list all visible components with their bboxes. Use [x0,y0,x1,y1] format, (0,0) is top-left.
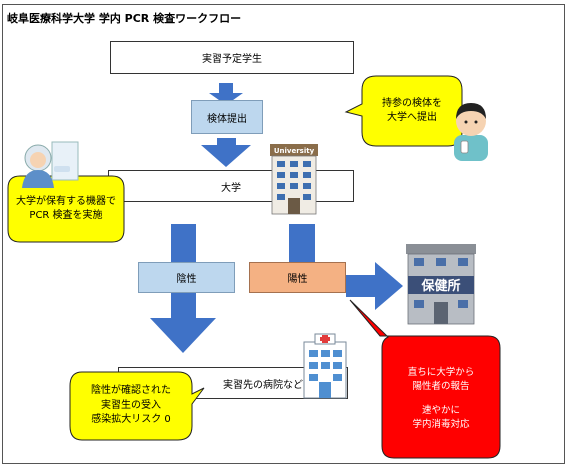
callout-report-shape [349,299,501,459]
health-center-sign-text: 保健所 [420,278,460,294]
callout-bring-specimen: 持参の検体を 大学へ提出 [340,72,465,152]
arrow-specimen-to-university [201,138,251,167]
callout-pcr-line-2: PCR 検査を実施 [29,210,103,221]
arrow-student-to-specimen [209,83,243,105]
callout-risk: 陰性が確認された 実習生の受入 感染拡大リスク 0 [68,370,208,442]
callout-pcr-line-1: 大学が保有する機器で [16,195,116,207]
arrow-positive-to-health-center [346,262,403,310]
diagram-frame [2,4,565,464]
callout-risk-line-3: 感染拡大リスク 0 [91,414,171,426]
person-icon [454,103,488,161]
callout-risk-line-1: 陰性が確認された [91,385,171,397]
node-negative: 陰性 [138,262,235,293]
callout-disinfect-line-2: 学内消毒対応 [412,418,470,430]
university-building-icon: University [270,144,318,215]
callout-risk-shape [69,371,205,441]
node-specimen: 検体提出 [191,100,263,134]
node-negative-label: 陰性 [176,274,197,285]
node-hospital-label: 実習先の病院など [223,379,303,391]
node-positive: 陽性 [249,262,346,293]
arrow-university-to-positive [289,224,315,262]
lab-worker-icon [22,141,79,188]
callout-report: 直ちに大学から 陽性者の報告 速やかに 学内消毒対応 [340,299,520,462]
callout-bring-shape [344,75,463,147]
node-university-label: 大学 [221,182,241,194]
health-center-icon: 保健所 [406,244,476,325]
page-title: 岐阜医療科学大学 学内 PCR 検査ワークフロー [7,12,242,25]
arrow-university-to-negative [171,224,196,262]
node-specimen-label: 検体提出 [207,113,247,125]
hospital-icon [303,333,347,399]
university-sign-text: University [274,147,315,155]
callout-bring-line-1: 持参の検体を [382,97,442,109]
callout-risk-line-2: 実習生の受入 [101,399,161,411]
callout-report-line-2: 陽性者の報告 [412,381,470,393]
node-student: 実習予定学生 [110,41,354,74]
callout-report-line-1: 直ちに大学から [407,367,475,379]
callout-bring-line-2: 大学へ提出 [387,112,437,123]
node-positive-label: 陽性 [287,274,308,285]
arrow-negative-to-hospital [150,292,216,353]
node-student-label: 実習予定学生 [202,54,262,65]
callout-disinfect-line-1: 速やかに [421,405,460,416]
